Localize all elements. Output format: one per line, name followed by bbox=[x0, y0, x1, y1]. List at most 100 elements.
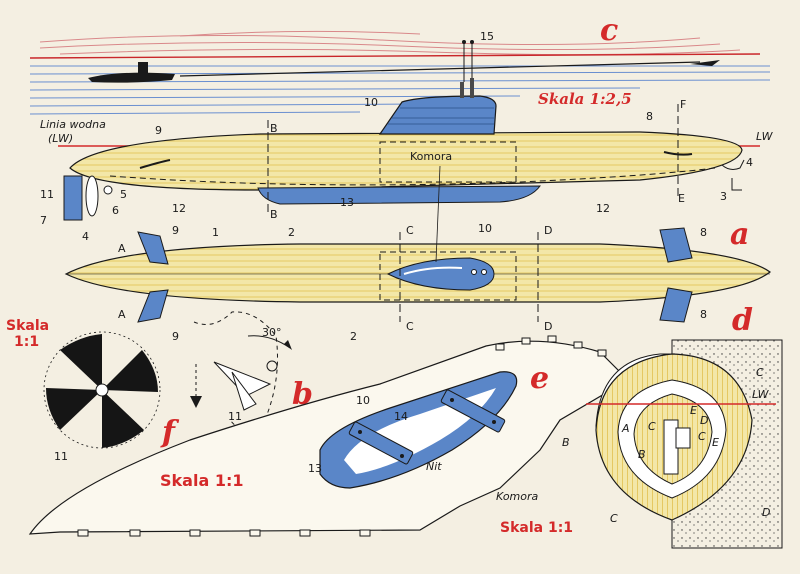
surface-submarine-silhouette bbox=[88, 72, 175, 83]
mark-E: E bbox=[678, 192, 685, 205]
sec-C-inner-right: C bbox=[698, 430, 706, 443]
surface-submarine-tower bbox=[138, 62, 148, 74]
propeller-hub bbox=[95, 383, 109, 397]
waterline-label-short: LW bbox=[756, 130, 774, 143]
letter-e: e bbox=[530, 361, 549, 396]
sec-D-bottom: D bbox=[762, 506, 770, 519]
sec-E-top: E bbox=[690, 404, 697, 417]
mark-A-top: A bbox=[118, 242, 126, 255]
propeller-detail-f bbox=[43, 331, 161, 449]
sec-C-top: C bbox=[756, 366, 764, 379]
chamber-box-top bbox=[379, 251, 517, 301]
chamber-label-d: Komora bbox=[496, 490, 539, 503]
mark-D-bottom: D bbox=[544, 320, 552, 333]
shaft-ring bbox=[103, 185, 113, 195]
num-11-b: 11 bbox=[228, 410, 242, 423]
fin-aft-right bbox=[137, 289, 169, 323]
periscope-1 bbox=[460, 82, 464, 98]
sea-hatching bbox=[29, 65, 771, 115]
sec-E-right: E bbox=[712, 436, 719, 449]
scale-main: Skala 1:2,5 bbox=[538, 90, 632, 108]
num-9-side: 9 bbox=[155, 124, 162, 137]
num-13-side: 13 bbox=[340, 196, 354, 209]
side-view bbox=[58, 40, 760, 221]
periscope-wake-line bbox=[179, 61, 701, 77]
mark-F: F bbox=[680, 98, 686, 111]
num-2-bottom: 2 bbox=[350, 330, 357, 343]
periscope-2 bbox=[470, 78, 474, 98]
num-2-top: 2 bbox=[288, 226, 295, 239]
mark-D-top: D bbox=[544, 224, 552, 237]
sec-D-inner: D bbox=[700, 414, 708, 427]
num-11-side: 11 bbox=[40, 188, 54, 201]
num-15: 15 bbox=[480, 30, 494, 43]
sec-A: A bbox=[621, 422, 630, 435]
hook-eye bbox=[266, 360, 278, 372]
leader-chamber bbox=[435, 165, 441, 263]
horizon-red-line bbox=[29, 53, 761, 59]
tower-top-highlight bbox=[403, 266, 463, 275]
num-4-bow: 4 bbox=[746, 156, 753, 169]
clip-left bbox=[348, 421, 414, 465]
slot-aft bbox=[139, 159, 171, 169]
num-9-bottom: 9 bbox=[172, 330, 179, 343]
sec-C-inner-left: C bbox=[648, 420, 656, 433]
letter-a: a bbox=[730, 217, 749, 252]
fin-fore-left bbox=[659, 227, 693, 263]
periscope-tip bbox=[690, 60, 720, 66]
num-13-e: 13 bbox=[308, 462, 322, 475]
fin-fore-right bbox=[659, 287, 693, 323]
clip-right bbox=[440, 389, 506, 433]
bow-hook bbox=[721, 159, 745, 170]
num-8-top: 8 bbox=[700, 226, 707, 239]
num-6: 6 bbox=[112, 204, 119, 217]
rivet-label: Nit bbox=[426, 460, 442, 473]
num-12-aft: 12 bbox=[172, 202, 186, 215]
hook-blade bbox=[213, 361, 272, 397]
scale-f-line1: Skala bbox=[6, 318, 49, 334]
chamber-box-side bbox=[379, 141, 517, 183]
angle-label: 30° bbox=[262, 326, 282, 339]
sec-B-left: B bbox=[562, 436, 570, 449]
mark-B-bottom: B bbox=[270, 208, 278, 221]
num-4-aft: 4 bbox=[82, 230, 89, 243]
cross-section-d bbox=[586, 339, 783, 549]
sky-hatching bbox=[39, 30, 741, 56]
num-8-bottom: 8 bbox=[700, 308, 707, 321]
bow-bracket bbox=[731, 178, 742, 191]
num-7: 7 bbox=[40, 214, 47, 227]
num-8-side: 8 bbox=[646, 110, 653, 123]
sea-scene-c: c bbox=[29, 13, 771, 115]
letter-d: d bbox=[732, 303, 753, 338]
mark-C-bottom: C bbox=[406, 320, 414, 333]
num-11-f: 11 bbox=[54, 450, 68, 463]
num-3: 3 bbox=[720, 190, 727, 203]
tower-hatching bbox=[388, 107, 494, 125]
center-notch bbox=[675, 427, 691, 449]
waterline-label-line1: Linia wodna bbox=[40, 118, 106, 131]
hull-seam-dashed bbox=[109, 167, 716, 186]
num-14: 14 bbox=[394, 410, 408, 423]
conning-tower bbox=[378, 95, 497, 135]
scale-f-line2: 1:1 bbox=[14, 334, 39, 350]
sec-B-inner: B bbox=[638, 448, 646, 461]
num-9-top: 9 bbox=[172, 224, 179, 237]
rudder-side bbox=[63, 175, 83, 221]
waterline-d-label: LW bbox=[752, 388, 770, 401]
keel-blue bbox=[257, 185, 541, 205]
tower-template-e bbox=[28, 335, 629, 537]
slot-fore bbox=[663, 151, 693, 156]
mark-B-top: B bbox=[270, 122, 278, 135]
propeller-side bbox=[85, 175, 99, 217]
num-12-fore: 12 bbox=[596, 202, 610, 215]
num-10-e: 10 bbox=[356, 394, 370, 407]
hull-side bbox=[69, 131, 743, 191]
num-10-top: 10 bbox=[478, 222, 492, 235]
num-5: 5 bbox=[120, 188, 127, 201]
chamber-label-side: Komora bbox=[410, 150, 452, 163]
num-10-side: 10 bbox=[364, 96, 378, 109]
hook-fin bbox=[231, 371, 257, 411]
num-1: 1 bbox=[212, 226, 219, 239]
tower-template-teeth bbox=[77, 335, 607, 537]
